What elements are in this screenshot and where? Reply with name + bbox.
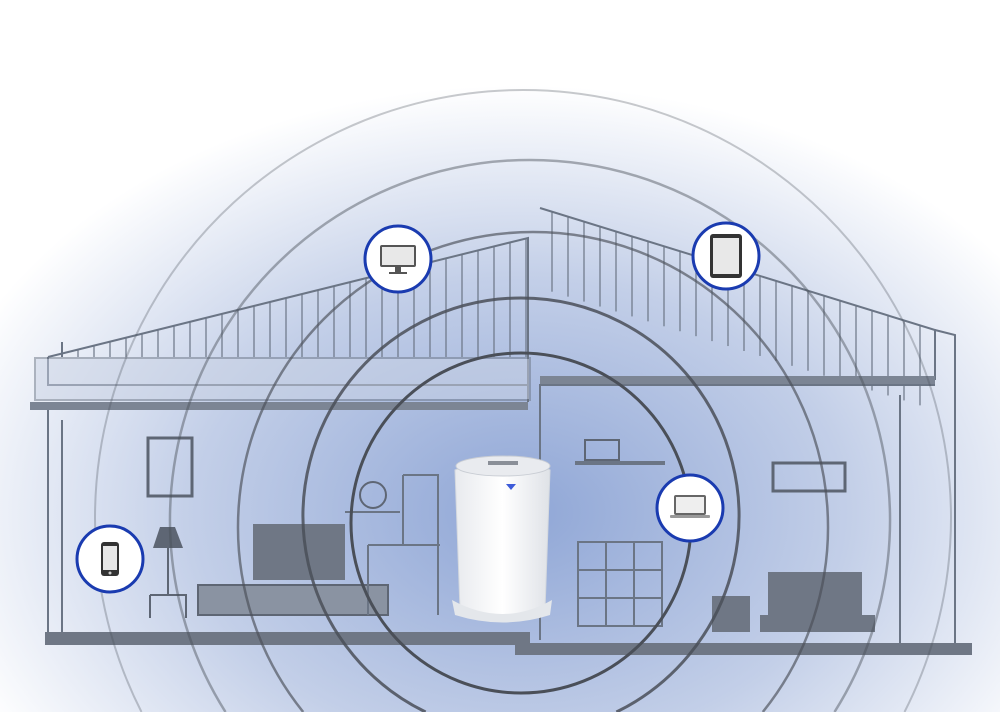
wifi-signal-rings xyxy=(94,88,952,712)
wifi-ring-2 xyxy=(301,296,741,712)
wifi-ring-4 xyxy=(168,158,892,712)
tablet-icon xyxy=(710,234,742,278)
wifi-ring-5 xyxy=(94,88,952,712)
device-tablet-badge xyxy=(691,221,761,291)
device-laptop-badge xyxy=(655,473,725,543)
phone-icon xyxy=(101,542,119,576)
monitor-icon xyxy=(380,245,416,274)
device-phone-badge xyxy=(75,524,145,594)
router-logo xyxy=(488,461,518,465)
router xyxy=(452,455,552,623)
router-led xyxy=(506,484,516,490)
wifi-ring-3 xyxy=(236,230,830,712)
house xyxy=(30,207,972,655)
device-monitor-badge xyxy=(363,224,433,294)
laptop-icon xyxy=(670,495,710,518)
